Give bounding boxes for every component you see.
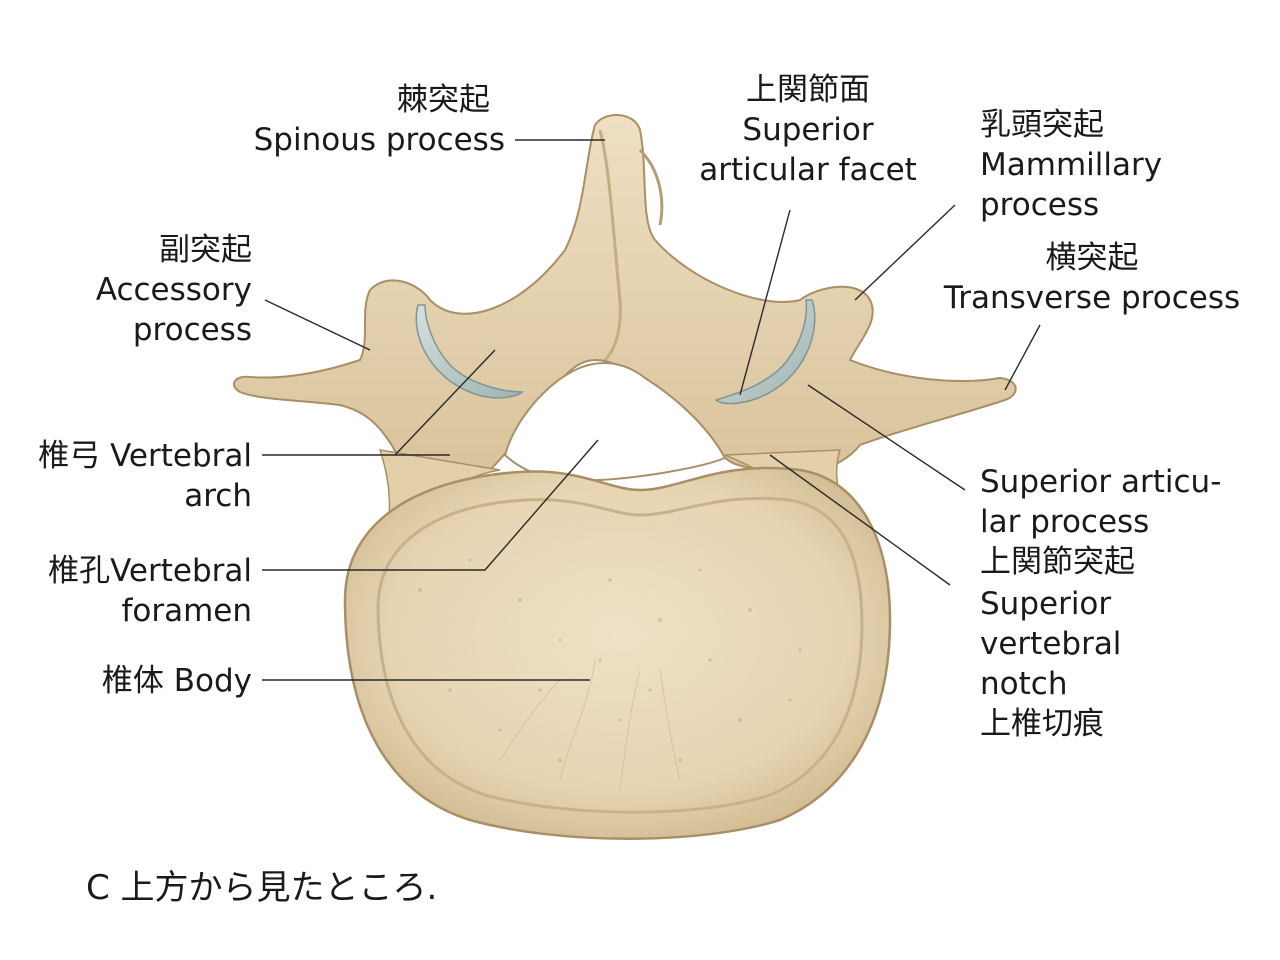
label-accessory-ja: 副突起 xyxy=(159,232,252,268)
label-mammillary-ja: 乳頭突起 xyxy=(980,107,1104,143)
label-mammillary-process: 乳頭突起 Mammillary process xyxy=(980,105,1162,225)
leader-lines xyxy=(262,139,1041,681)
vertebral-body-shape xyxy=(343,466,892,840)
superior-articular-facet-right xyxy=(714,299,816,405)
label-foramen-line1: 椎孔Vertebral xyxy=(48,553,252,589)
superior-articular-facet-left xyxy=(415,304,525,399)
label-superior-facet-ja: 上関節面 xyxy=(746,72,870,108)
label-superior-articular-process: Superior articu- lar process 上関節突起 xyxy=(980,462,1221,582)
label-accessory-process: 副突起 Accessory process xyxy=(60,230,252,350)
label-transverse-process: 横突起 Transverse process xyxy=(942,238,1242,318)
label-notch-ja: 上椎切痕 xyxy=(980,706,1104,742)
label-spinous-process: 棘突起 Spinous process xyxy=(200,80,505,160)
label-accessory-en2: process xyxy=(132,312,252,348)
label-notch-en1: Superior xyxy=(980,586,1112,622)
figure-caption: C 上方から見たところ. xyxy=(86,868,438,908)
leader-accessory xyxy=(264,299,371,351)
label-sup-process-en1: Superior articu- xyxy=(980,464,1222,500)
label-spinous-en: Spinous process xyxy=(253,122,505,158)
label-superior-vertebral-notch: Superior vertebral notch 上椎切痕 xyxy=(980,584,1121,744)
label-notch-en3: notch xyxy=(980,666,1068,702)
label-vertebral-arch: 椎弓 Vertebral arch xyxy=(20,436,252,516)
label-superior-facet-en2: articular facet xyxy=(699,152,917,188)
label-sup-process-en2: lar process xyxy=(980,504,1150,540)
label-arch-line1: 椎弓 Vertebral xyxy=(38,438,252,474)
label-superior-facet-en1: Superior xyxy=(742,112,874,148)
label-mammillary-en1: Mammillary xyxy=(980,147,1163,183)
label-transverse-en: Transverse process xyxy=(943,280,1241,316)
label-body-line1: 椎体 Body xyxy=(101,663,252,699)
label-superior-articular-facet: 上関節面 Superior articular facet xyxy=(690,70,926,190)
label-sup-process-ja: 上関節突起 xyxy=(980,544,1135,580)
label-foramen-line2: foramen xyxy=(121,593,252,629)
label-transverse-ja: 横突起 xyxy=(1045,240,1139,276)
label-accessory-en1: Accessory xyxy=(95,272,252,308)
leader-foramen xyxy=(262,439,599,571)
label-body: 椎体 Body xyxy=(20,661,252,701)
leader-sup-process xyxy=(807,384,966,491)
label-arch-line2: arch xyxy=(184,478,252,514)
label-spinous-ja: 棘突起 xyxy=(397,82,490,118)
label-vertebral-foramen: 椎孔Vertebral foramen xyxy=(20,551,252,631)
leader-superior-facet xyxy=(739,209,791,396)
leader-notch xyxy=(769,454,951,586)
label-mammillary-en2: process xyxy=(980,187,1100,223)
leader-transverse xyxy=(1004,324,1041,391)
label-notch-en2: vertebral xyxy=(980,626,1122,662)
leader-mammillary xyxy=(854,204,956,301)
